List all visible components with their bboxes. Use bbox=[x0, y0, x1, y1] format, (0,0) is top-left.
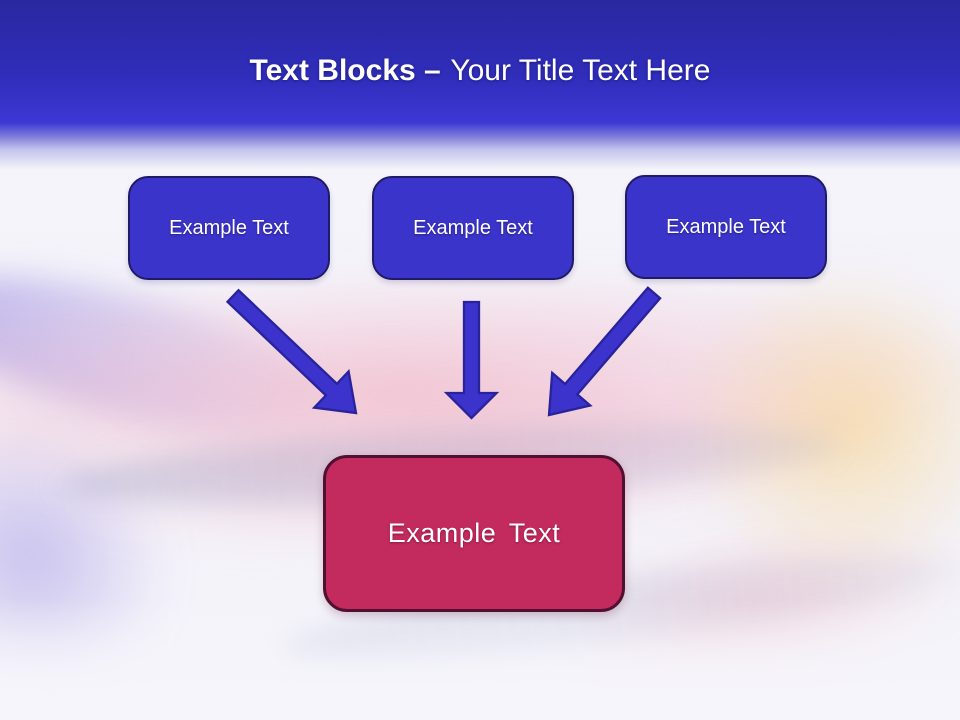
arrow-down-icon bbox=[443, 300, 500, 420]
background-fade bbox=[0, 600, 960, 720]
text-block-2-label: Example Text bbox=[413, 216, 533, 239]
swirl-gold-shape bbox=[680, 260, 960, 590]
text-block-1[interactable]: Example Text bbox=[128, 176, 330, 280]
title-band bbox=[0, 0, 960, 170]
text-block-3-label: Example Text bbox=[666, 215, 786, 238]
result-block[interactable]: Example Text bbox=[323, 455, 625, 612]
title-bold-text: Text Blocks – bbox=[249, 54, 441, 87]
arrow-down-right-icon bbox=[225, 288, 358, 415]
text-block-3[interactable]: Example Text bbox=[625, 175, 827, 279]
slide-title[interactable]: Text Blocks – Your Title Text Here bbox=[0, 52, 960, 90]
text-block-2[interactable]: Example Text bbox=[372, 176, 574, 280]
text-block-1-label: Example Text bbox=[169, 216, 289, 239]
result-block-label: Example Text bbox=[387, 518, 561, 548]
arrow-down-left-icon bbox=[547, 286, 662, 417]
title-regular-text: Your Title Text Here bbox=[450, 54, 711, 87]
